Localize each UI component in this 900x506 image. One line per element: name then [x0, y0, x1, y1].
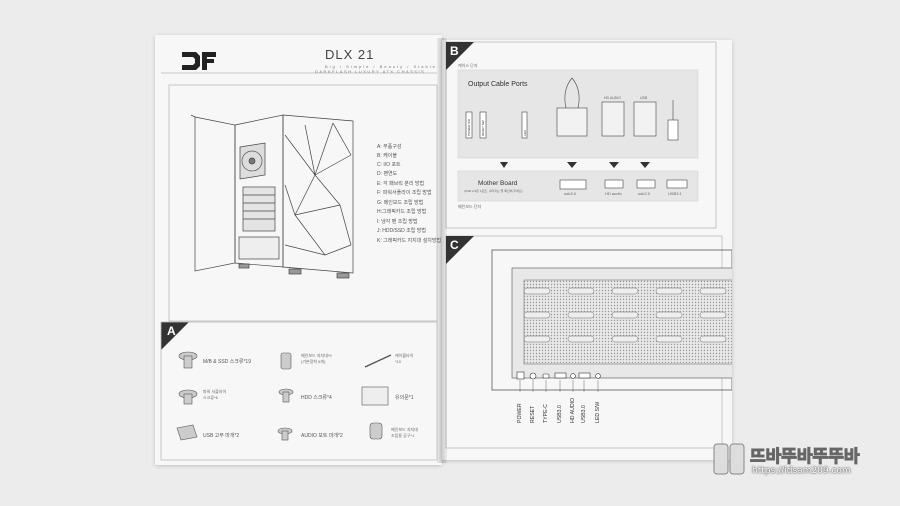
legend-item: G: 메인보드 조립 방법	[377, 200, 424, 206]
section-a-tag: A	[167, 324, 176, 338]
io-port-label: TYPE-C	[543, 403, 549, 423]
mb-port-label: usb2.0	[638, 191, 651, 196]
usb31-connector-icon	[667, 119, 679, 141]
part-label: 유의문*1	[395, 395, 414, 401]
reset-button-icon	[529, 372, 537, 380]
mainboard-terminal-caption: 메인보드 단자	[458, 204, 482, 209]
watermark-logo-icon	[713, 443, 745, 475]
reset-sw-connector-icon	[479, 111, 487, 139]
io-port-label: HD AUDIO	[570, 397, 576, 423]
legend-item: C: I/O 포트	[377, 162, 401, 168]
motherboard-title: Mother Board	[478, 180, 518, 187]
section-b-tag: B	[450, 44, 459, 58]
connector-label: POWER SW	[467, 119, 471, 136]
watermark-url: https://idsam209.com	[752, 466, 851, 476]
io-panel-illustration	[491, 249, 732, 391]
usb2-port-icon	[636, 179, 656, 189]
power-sw-connector-icon	[465, 111, 473, 139]
model-title: DLX 21	[325, 47, 375, 62]
standoff-icon	[280, 352, 292, 370]
hd-audio-jack-icon	[570, 373, 576, 379]
legend-item: I: 냉각 팬 조립 방법	[377, 219, 418, 225]
pc-case-illustration	[190, 114, 354, 279]
io-port-label: USB3.0	[557, 405, 563, 423]
mb-port-label: HD audio	[605, 191, 622, 196]
arrows	[500, 162, 650, 168]
cable-tie-icon	[364, 354, 392, 368]
hd-audio-header-label: HD AUDIO	[604, 96, 621, 100]
motherboard-note: (USB 2.0은 F포트, 나머지는 몇 확인해 주세요)	[464, 189, 523, 193]
hd-audio-port-icon	[604, 179, 624, 189]
led-switch-icon	[595, 373, 601, 379]
usb3-header-icon	[556, 107, 588, 137]
part-label: 메인보드 지지대*9 (기본장착 6개)	[301, 353, 332, 364]
legend-item: H:그래픽카드 조립 방법	[377, 209, 427, 215]
mb-port-label: usb3.0	[564, 191, 577, 196]
legend-item: E: 각 패브릭 분리 방법	[377, 181, 425, 187]
notice-card-icon	[361, 386, 389, 406]
section-c-marker	[446, 236, 474, 264]
led-connector-icon	[521, 111, 528, 139]
mb-port-label: USB3.1	[668, 191, 682, 196]
section-a-marker	[161, 322, 189, 350]
right-page-drawing	[445, 41, 732, 449]
legend-item: J: HDD/SSD 조립 방법	[377, 228, 426, 234]
watermark-logo-text: 뜨바뚜바뚜뚜바	[749, 447, 860, 468]
hd-audio-header-icon	[601, 101, 625, 137]
usb3-port-icon	[559, 179, 587, 190]
io-port-label: LED S/W	[595, 401, 601, 423]
manual-right-page: B 케이스 단자 Output Cable Ports POWER SW RES…	[442, 40, 732, 460]
legend-item: B: 케이블	[377, 153, 397, 159]
manual-left-page: DLX 21 Big / Simple / Beauty / Stable DA…	[155, 35, 442, 465]
section-b-marker	[446, 42, 474, 70]
standoff-tool-icon	[369, 422, 383, 440]
io-port-label: RESET	[530, 405, 536, 423]
io-port-label: POWER	[517, 403, 523, 423]
section-c-tag: C	[450, 238, 459, 252]
part-label: 케이블타이 *10	[395, 353, 414, 364]
connector-label: LED	[523, 130, 527, 136]
usb31-port-icon	[666, 179, 688, 189]
part-label: M/B & SSD 스크류*19	[203, 359, 251, 365]
type-c-port-icon	[542, 373, 550, 379]
case-terminal-caption: 케이스 단자	[458, 63, 478, 68]
io-port-label: USB3.0	[581, 405, 587, 423]
book-gutter	[437, 38, 447, 463]
output-ports-title: Output Cable Ports	[468, 81, 528, 88]
usb3-right-port-icon	[578, 372, 591, 379]
usb3-left-port-icon	[554, 372, 567, 379]
connector-label: RESET SW	[481, 120, 485, 136]
part-label: HDD 스크류*4	[301, 395, 332, 401]
power-button-icon	[516, 371, 525, 380]
usb-cap-icon	[176, 424, 198, 441]
darkflash-logo-icon	[182, 52, 216, 70]
legend-item: K: 그래픽카드 지지대 설치방법	[377, 238, 442, 244]
left-page-drawing	[160, 52, 438, 461]
usb-header-label: USB	[640, 96, 648, 100]
legend-item: A: 부품구성	[377, 144, 402, 150]
part-label: 메인보드 지지대 조립용 공구*1	[391, 427, 418, 438]
part-label: AUDIO 포트 마개*2	[301, 433, 343, 439]
part-label: USB 고무 마개*2	[203, 433, 240, 439]
model-subtitle-1: Big / Simple / Beauty / Stable	[325, 64, 437, 69]
legend-item: F: 파워서플라이 조립 방법	[377, 190, 432, 196]
screw-shaft-icon	[183, 355, 193, 369]
usb2-header-icon	[633, 101, 657, 137]
model-subtitle-2: DARKFLASH LUXURY ATX CHASSIS	[315, 69, 426, 74]
part-label: 파워 서플라이 스크류*6	[203, 389, 227, 400]
legend-item: D: 팬연도	[377, 171, 398, 177]
